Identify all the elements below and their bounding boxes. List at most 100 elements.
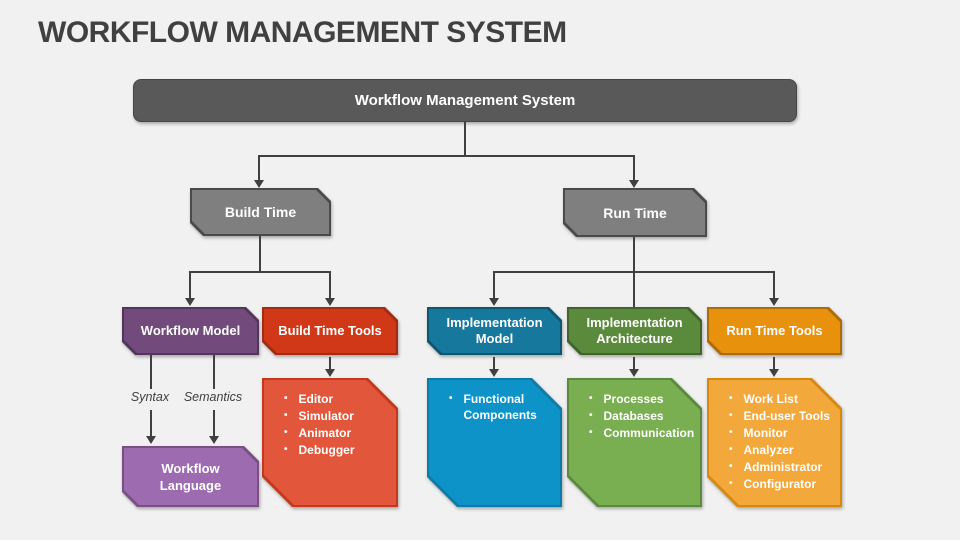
arrowhead-run-time [629,180,639,188]
connector-impl-model-list [493,357,495,370]
list-item-label: Monitor [743,426,788,440]
node-run-time: Run Time [563,188,707,237]
bullet-icon: • [729,461,733,472]
bullet-icon: • [589,393,593,404]
connector-root-cross [258,155,635,157]
list-item: • Animator [284,425,392,441]
node-workflow-language: Workflow Language [122,446,259,507]
bullet-icon: • [729,427,733,438]
arrowhead-syntax [146,436,156,444]
connector-build-tools-list [329,357,331,370]
list-run-time-tools: • Work List • End-user Tools • Monitor • Ana… [707,378,842,507]
bullet-icon: • [589,410,593,421]
arrowhead-build-time [254,180,264,188]
connector-to-workflow-model [189,272,191,298]
arrowhead-build-time-tools [325,298,335,306]
list-item: •Editor [284,391,392,407]
connector-to-build-time [258,156,260,181]
arrowhead-semantics [209,436,219,444]
bullet-list: • Processes • Databases • Communication [569,380,700,442]
semantics-label: Semantics [183,390,243,404]
node-implementation-model: Implementation Model [427,307,562,355]
connector-syntax-upper [150,355,152,389]
list-item: • Administrator [729,459,836,475]
node-workflow-model: Workflow Model [122,307,259,355]
list-item: • Functional Components [449,391,556,423]
list-item: • Monitor [729,425,836,441]
bullet-icon: • [729,444,733,455]
connector-root-stem [464,121,466,156]
node-label: Build Time Tools [278,323,382,338]
node-workflow-management-system: Workflow Management System [133,79,797,122]
bullet-list: • Work List • End-user Tools • Monitor • Ana… [709,380,840,493]
arrowhead-implementation-model [489,298,499,306]
arrowhead-build-tools-list [325,369,335,377]
connector-to-build-time-tools [329,272,331,298]
connector-build-stem [259,236,261,272]
node-implementation-architecture: Implementation Architecture [567,307,702,355]
list-item-label: Configurator [743,477,817,491]
list-item-label: Analyzer [743,443,794,457]
node-build-time-tools: Build Time Tools [262,307,398,355]
connector-to-run-time-tools [773,272,775,298]
bullet-icon: • [729,478,733,489]
list-item-label: Work List [743,392,798,406]
list-item-label: End-user Tools [743,409,830,423]
node-label: Implementation Model [446,315,543,346]
arrowhead-run-time-tools [769,298,779,306]
node-run-time-tools: Run Time Tools [707,307,842,355]
connector-to-run-time [633,156,635,181]
list-item: • Databases [589,408,696,424]
list-item-label: Animator [298,426,352,440]
connector-semantics-upper [213,355,215,389]
list-item: • Simulator [284,408,392,424]
list-item: • Configurator [729,476,836,492]
list-item: • End-user Tools [729,408,836,424]
connector-build-cross [189,271,331,273]
arrowhead-workflow-model [185,298,195,306]
list-implementation-architecture: • Processes • Databases • Communication [567,378,702,507]
list-item-label: Functional Components [463,392,537,422]
arrowhead-impl-model-list [489,369,499,377]
connector-to-implementation-architecture [633,272,635,307]
syntax-label: Syntax [130,390,170,404]
connector-semantics-arrow [213,410,215,437]
list-item-label: Simulator [298,409,354,423]
list-implementation-model: • Functional Components [427,378,562,507]
node-label: Workflow Model [140,323,241,338]
connector-syntax-arrow [150,410,152,437]
bullet-icon: • [729,410,733,421]
list-item-label: Communication [603,426,695,440]
list-item: • Analyzer [729,442,836,458]
bullet-icon: • [284,427,288,438]
bullet-icon: • [284,410,288,421]
list-item-label: Administrator [743,460,823,474]
node-label: Workflow Management System [354,92,576,109]
node-build-time: Build Time [190,188,331,236]
arrowhead-run-tools-list [769,369,779,377]
bullet-list: •Editor • Simulator • Animator • Debugger [264,380,396,459]
connector-run-tools-list [773,357,775,370]
connector-to-implementation-model [493,272,495,298]
bullet-icon: • [284,444,288,455]
page-title: WORKFLOW MANAGEMENT SYSTEM [38,16,567,49]
arrowhead-impl-arch-list [629,369,639,377]
bullet-icon: • [729,393,733,404]
bullet-icon: • [449,393,453,404]
node-label: Run Time [603,204,667,221]
node-label: Build Time [224,204,297,220]
bullet-icon: • [589,427,593,438]
list-item-label: Editor [298,392,334,406]
list-item-label: Databases [603,409,664,423]
node-label: Run Time Tools [726,323,823,338]
node-label: Implementation Architecture [586,315,683,346]
list-item: • Processes [589,391,696,407]
list-build-time-tools: •Editor • Simulator • Animator • Debugger [262,378,398,507]
bullet-list: • Functional Components [429,380,560,424]
list-item: • Communication [589,425,696,441]
list-item-label: Debugger [298,443,355,457]
list-item: • Work List [729,391,836,407]
connector-impl-arch-list [633,357,635,370]
list-item-label: Processes [603,392,664,406]
